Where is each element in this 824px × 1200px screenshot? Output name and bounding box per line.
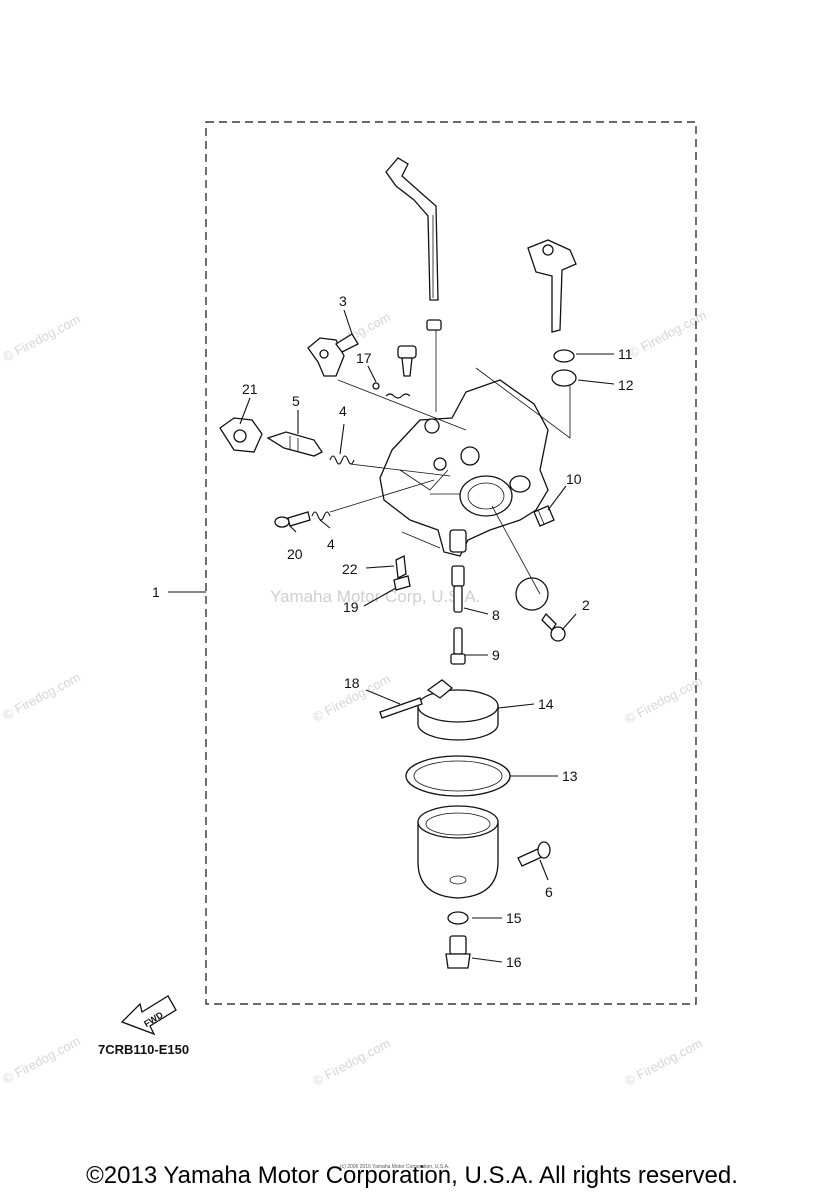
- part-12-seal: [551, 369, 577, 387]
- fwd-arrow: FWD: [120, 995, 177, 1036]
- part-9-jet: [450, 627, 466, 665]
- watermark: © Firedog.com: [0, 311, 82, 364]
- float-bowl: [417, 805, 499, 899]
- watermarks: © Firedog.com © Firedog.com © Firedog.co…: [0, 307, 708, 1088]
- part-14-float: [417, 679, 499, 741]
- callout-18: 18: [344, 675, 360, 691]
- part-6-screw: [517, 841, 551, 867]
- part-13-gasket: [405, 755, 511, 797]
- watermark: © Firedog.com: [622, 673, 704, 726]
- throttle-lever: [385, 157, 442, 331]
- diagram-code: 7CRB110-E150: [98, 1042, 189, 1057]
- part-4-spring-lower: [311, 511, 331, 521]
- callout-6: 6: [545, 884, 553, 900]
- part-2-screw: [541, 612, 566, 642]
- callout-12: 12: [618, 377, 634, 393]
- callout-4: 4: [339, 403, 347, 419]
- callout-14: 14: [538, 696, 554, 712]
- part-18-pin: [379, 697, 423, 719]
- callout-8: 8: [492, 607, 500, 623]
- watermark: © Firedog.com: [0, 1033, 82, 1086]
- part-5-needle: [266, 431, 323, 457]
- callout-3: 3: [339, 293, 347, 309]
- part-16-drain-bolt: [445, 935, 471, 969]
- watermark: © Firedog.com: [0, 669, 82, 722]
- callout-16: 16: [506, 954, 522, 970]
- callout-15: 15: [506, 910, 522, 926]
- callout-13: 13: [562, 768, 578, 784]
- part-11-washer: [553, 349, 575, 363]
- part-2-plate: [515, 577, 549, 611]
- callout-19: 19: [343, 599, 359, 615]
- callout-9: 9: [492, 647, 500, 663]
- part-10-fitting: [533, 505, 555, 527]
- part-8-nozzle: [451, 565, 465, 613]
- tiny-footer: (c) 2006 2016 Yamaha Motor Corporation, …: [340, 1164, 449, 1170]
- leader-lines: [168, 309, 615, 963]
- callout-5: 5: [292, 393, 300, 409]
- part-22-jet: [395, 555, 407, 579]
- callout-21: 21: [242, 381, 258, 397]
- watermark: © Firedog.com: [310, 1035, 392, 1088]
- callout-1: 1: [152, 584, 160, 600]
- pilot-screw: [372, 345, 417, 399]
- assembly-frame: [205, 121, 697, 1005]
- choke-shaft: [527, 239, 577, 333]
- part-4-spring-upper: [329, 455, 355, 465]
- part-15-washer: [447, 911, 469, 925]
- part-21-cap: [219, 417, 263, 453]
- reference-lines: [329, 330, 571, 595]
- callout-22: 22: [342, 561, 358, 577]
- part-3-bracket: [307, 333, 359, 377]
- callout-17: 17: [356, 350, 372, 366]
- callout-2: 2: [582, 597, 590, 613]
- center-watermark: Yamaha Motor Corp, U.S.A.: [270, 587, 480, 606]
- watermark: © Firedog.com: [622, 1035, 704, 1088]
- callout-10: 10: [566, 471, 582, 487]
- callout-labels: 1 2 3 4 4 5 6 8 9 10 11 12 13 14 15 16 1…: [152, 293, 634, 970]
- carburetor-body: [379, 379, 549, 557]
- callout-11: 11: [618, 346, 633, 362]
- callout-4: 4: [327, 536, 335, 552]
- part-20-screw: [274, 511, 311, 528]
- callout-20: 20: [287, 546, 303, 562]
- part-19-clip: [393, 575, 411, 591]
- copyright-footer: ©2013 Yamaha Motor Corporation, U.S.A. A…: [86, 1162, 738, 1189]
